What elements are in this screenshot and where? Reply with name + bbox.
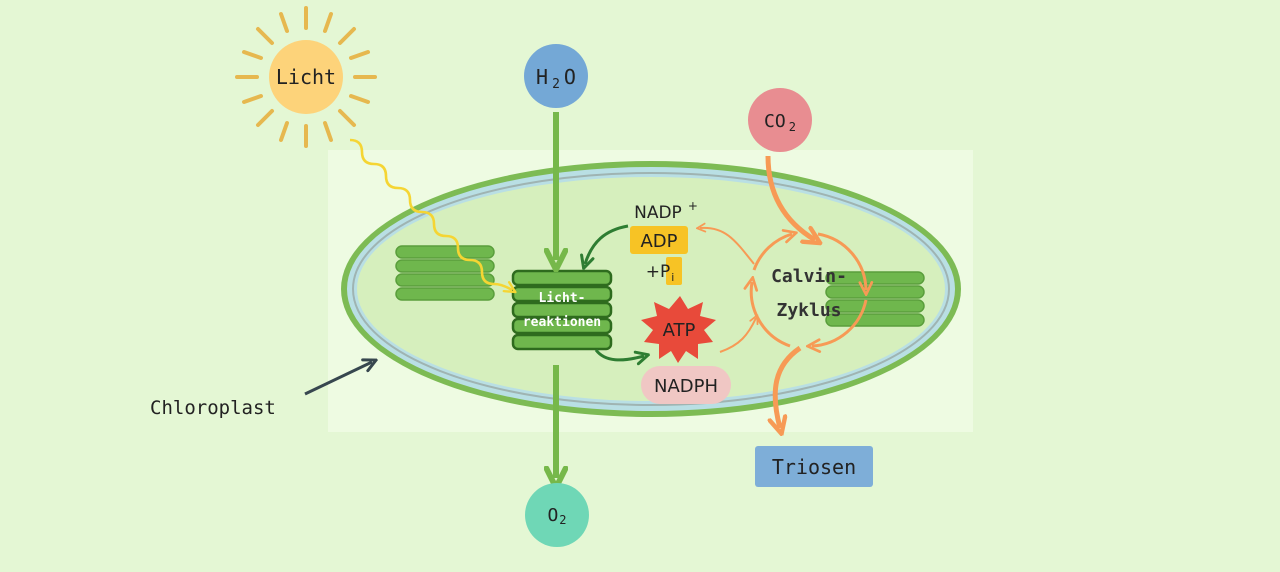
atp-to-cycle-arrow	[719, 318, 756, 353]
nadp-plus-label: NADP+	[634, 199, 698, 223]
chloroplast-label: Chloroplast	[150, 397, 276, 419]
oxygen-label: O2	[547, 505, 566, 527]
calvin-cycle	[751, 234, 866, 346]
adp-to-light-arrow	[585, 224, 629, 264]
light-reactions-label-line2: reaktionen	[523, 315, 601, 330]
nadph-label: NADPH	[654, 376, 718, 397]
light-to-atp-arrow	[594, 349, 644, 360]
cycle-to-adp-arrow	[700, 228, 755, 265]
atp-label: ATP	[663, 320, 696, 341]
light-label: Licht	[276, 65, 336, 89]
nadph-pill	[641, 366, 731, 404]
sun-icon	[235, 6, 377, 148]
adp-label: ADP	[640, 231, 677, 252]
granum-left	[395, 245, 495, 301]
atp-burst-icon	[641, 296, 716, 363]
adp-badge	[630, 226, 688, 254]
co2-node	[748, 88, 812, 152]
pi-badge	[666, 257, 682, 285]
granum-right	[825, 271, 925, 327]
chloroplast-pointer-arrow	[304, 362, 372, 396]
light-wave-arrow	[349, 138, 512, 290]
co2-arrow	[765, 155, 815, 240]
oxygen-node	[525, 483, 589, 547]
triosen-label: Triosen	[772, 455, 856, 479]
water-node	[524, 44, 588, 108]
triosen-box	[755, 446, 873, 487]
membrane-line	[352, 172, 950, 406]
triosen-arrow	[775, 345, 802, 428]
calvin-label-line1: Calvin-	[771, 266, 847, 287]
calvin-label-line2: Zyklus	[776, 300, 841, 321]
pi-label: +Pi	[646, 262, 675, 284]
light-reactions-label-line1: Licht-	[539, 291, 586, 306]
light-reactions-granum	[511, 269, 613, 351]
